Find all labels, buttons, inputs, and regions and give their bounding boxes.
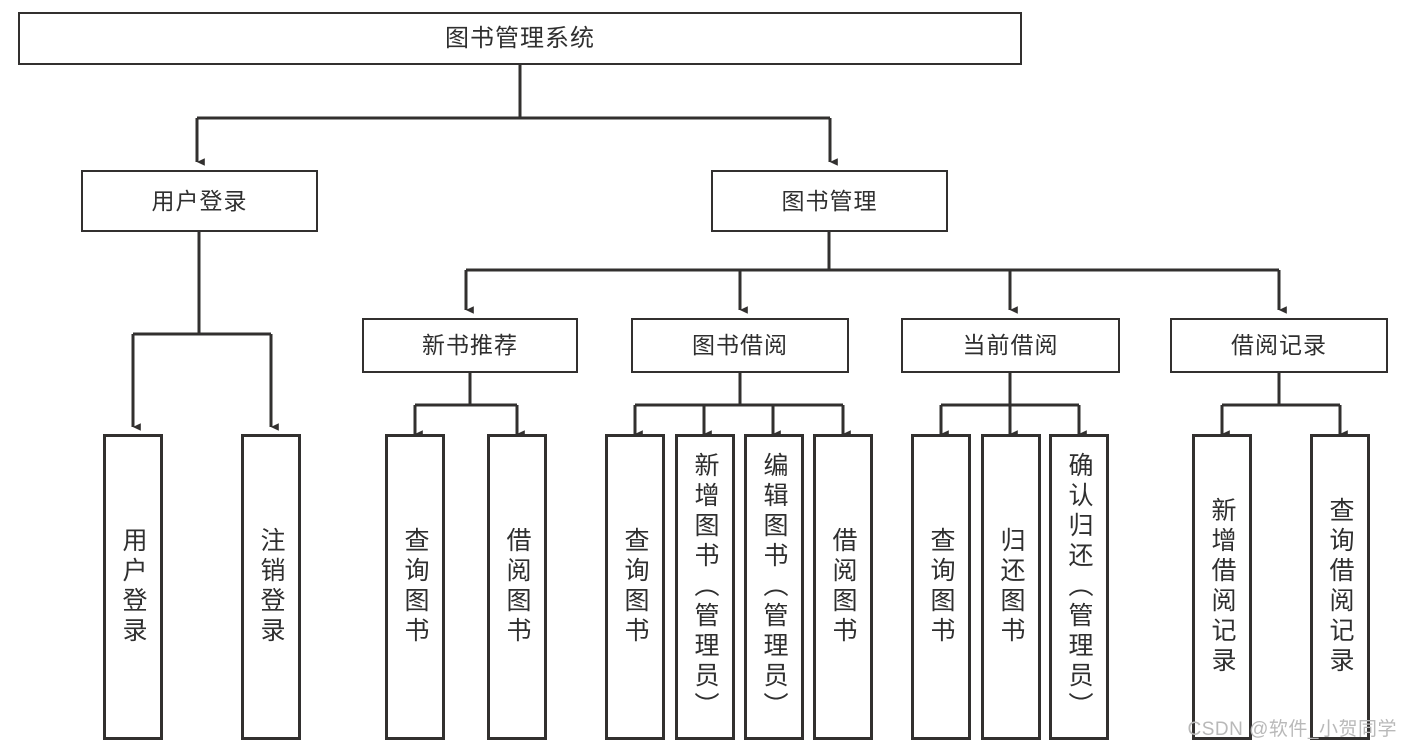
node-label: 新增图书（管理员） [691, 452, 719, 722]
node-system-root[interactable]: 图书管理系统 [18, 12, 1022, 65]
node-label: 编辑图书（管理员） [760, 452, 788, 722]
node-label: 图书借阅 [692, 332, 788, 359]
node-label: 借阅图书 [503, 527, 531, 647]
node-label: 当前借阅 [962, 332, 1059, 359]
leaf-edit-book-admin[interactable]: 编辑图书（管理员） [744, 434, 804, 740]
node-label: 注销登录 [257, 527, 285, 647]
node-label: 查询图书 [621, 527, 649, 647]
node-borrow-record[interactable]: 借阅记录 [1170, 318, 1388, 373]
node-new-book-recommend[interactable]: 新书推荐 [362, 318, 578, 373]
node-current-borrow[interactable]: 当前借阅 [901, 318, 1120, 373]
node-book-borrow[interactable]: 图书借阅 [631, 318, 849, 373]
node-label: 归还图书 [997, 527, 1025, 647]
leaf-add-borrow-record[interactable]: 新增借阅记录 [1192, 434, 1252, 740]
node-book-management[interactable]: 图书管理 [711, 170, 948, 232]
node-user-login[interactable]: 用户登录 [81, 170, 318, 232]
node-label: 用户登录 [151, 187, 248, 214]
leaf-query-borrow-record[interactable]: 查询借阅记录 [1310, 434, 1370, 740]
leaf-borrow-book-recommend[interactable]: 借阅图书 [487, 434, 547, 740]
leaf-confirm-return-admin[interactable]: 确认归还（管理员） [1049, 434, 1109, 740]
node-label: 借阅图书 [829, 527, 857, 647]
node-label: 查询图书 [927, 527, 955, 647]
node-label: 新增借阅记录 [1208, 497, 1236, 677]
node-label: 用户登录 [119, 527, 147, 647]
leaf-return-book[interactable]: 归还图书 [981, 434, 1041, 740]
node-label: 查询借阅记录 [1326, 497, 1354, 677]
node-label: 新书推荐 [422, 332, 518, 359]
node-label: 确认归还（管理员） [1065, 452, 1093, 722]
node-label: 查询图书 [401, 527, 429, 647]
leaf-logout[interactable]: 注销登录 [241, 434, 301, 740]
node-label: 图书管理系统 [445, 24, 595, 52]
leaf-query-book-current[interactable]: 查询图书 [911, 434, 971, 740]
csdn-watermark: CSDN @软件_小贺同学 [1187, 719, 1397, 740]
leaf-query-book-borrow[interactable]: 查询图书 [605, 434, 665, 740]
leaf-add-book-admin[interactable]: 新增图书（管理员） [675, 434, 735, 740]
node-label: 借阅记录 [1231, 332, 1327, 359]
leaf-borrow-book[interactable]: 借阅图书 [813, 434, 873, 740]
leaf-query-book-recommend[interactable]: 查询图书 [385, 434, 445, 740]
node-label: 图书管理 [781, 187, 878, 214]
leaf-user-login[interactable]: 用户登录 [103, 434, 163, 740]
